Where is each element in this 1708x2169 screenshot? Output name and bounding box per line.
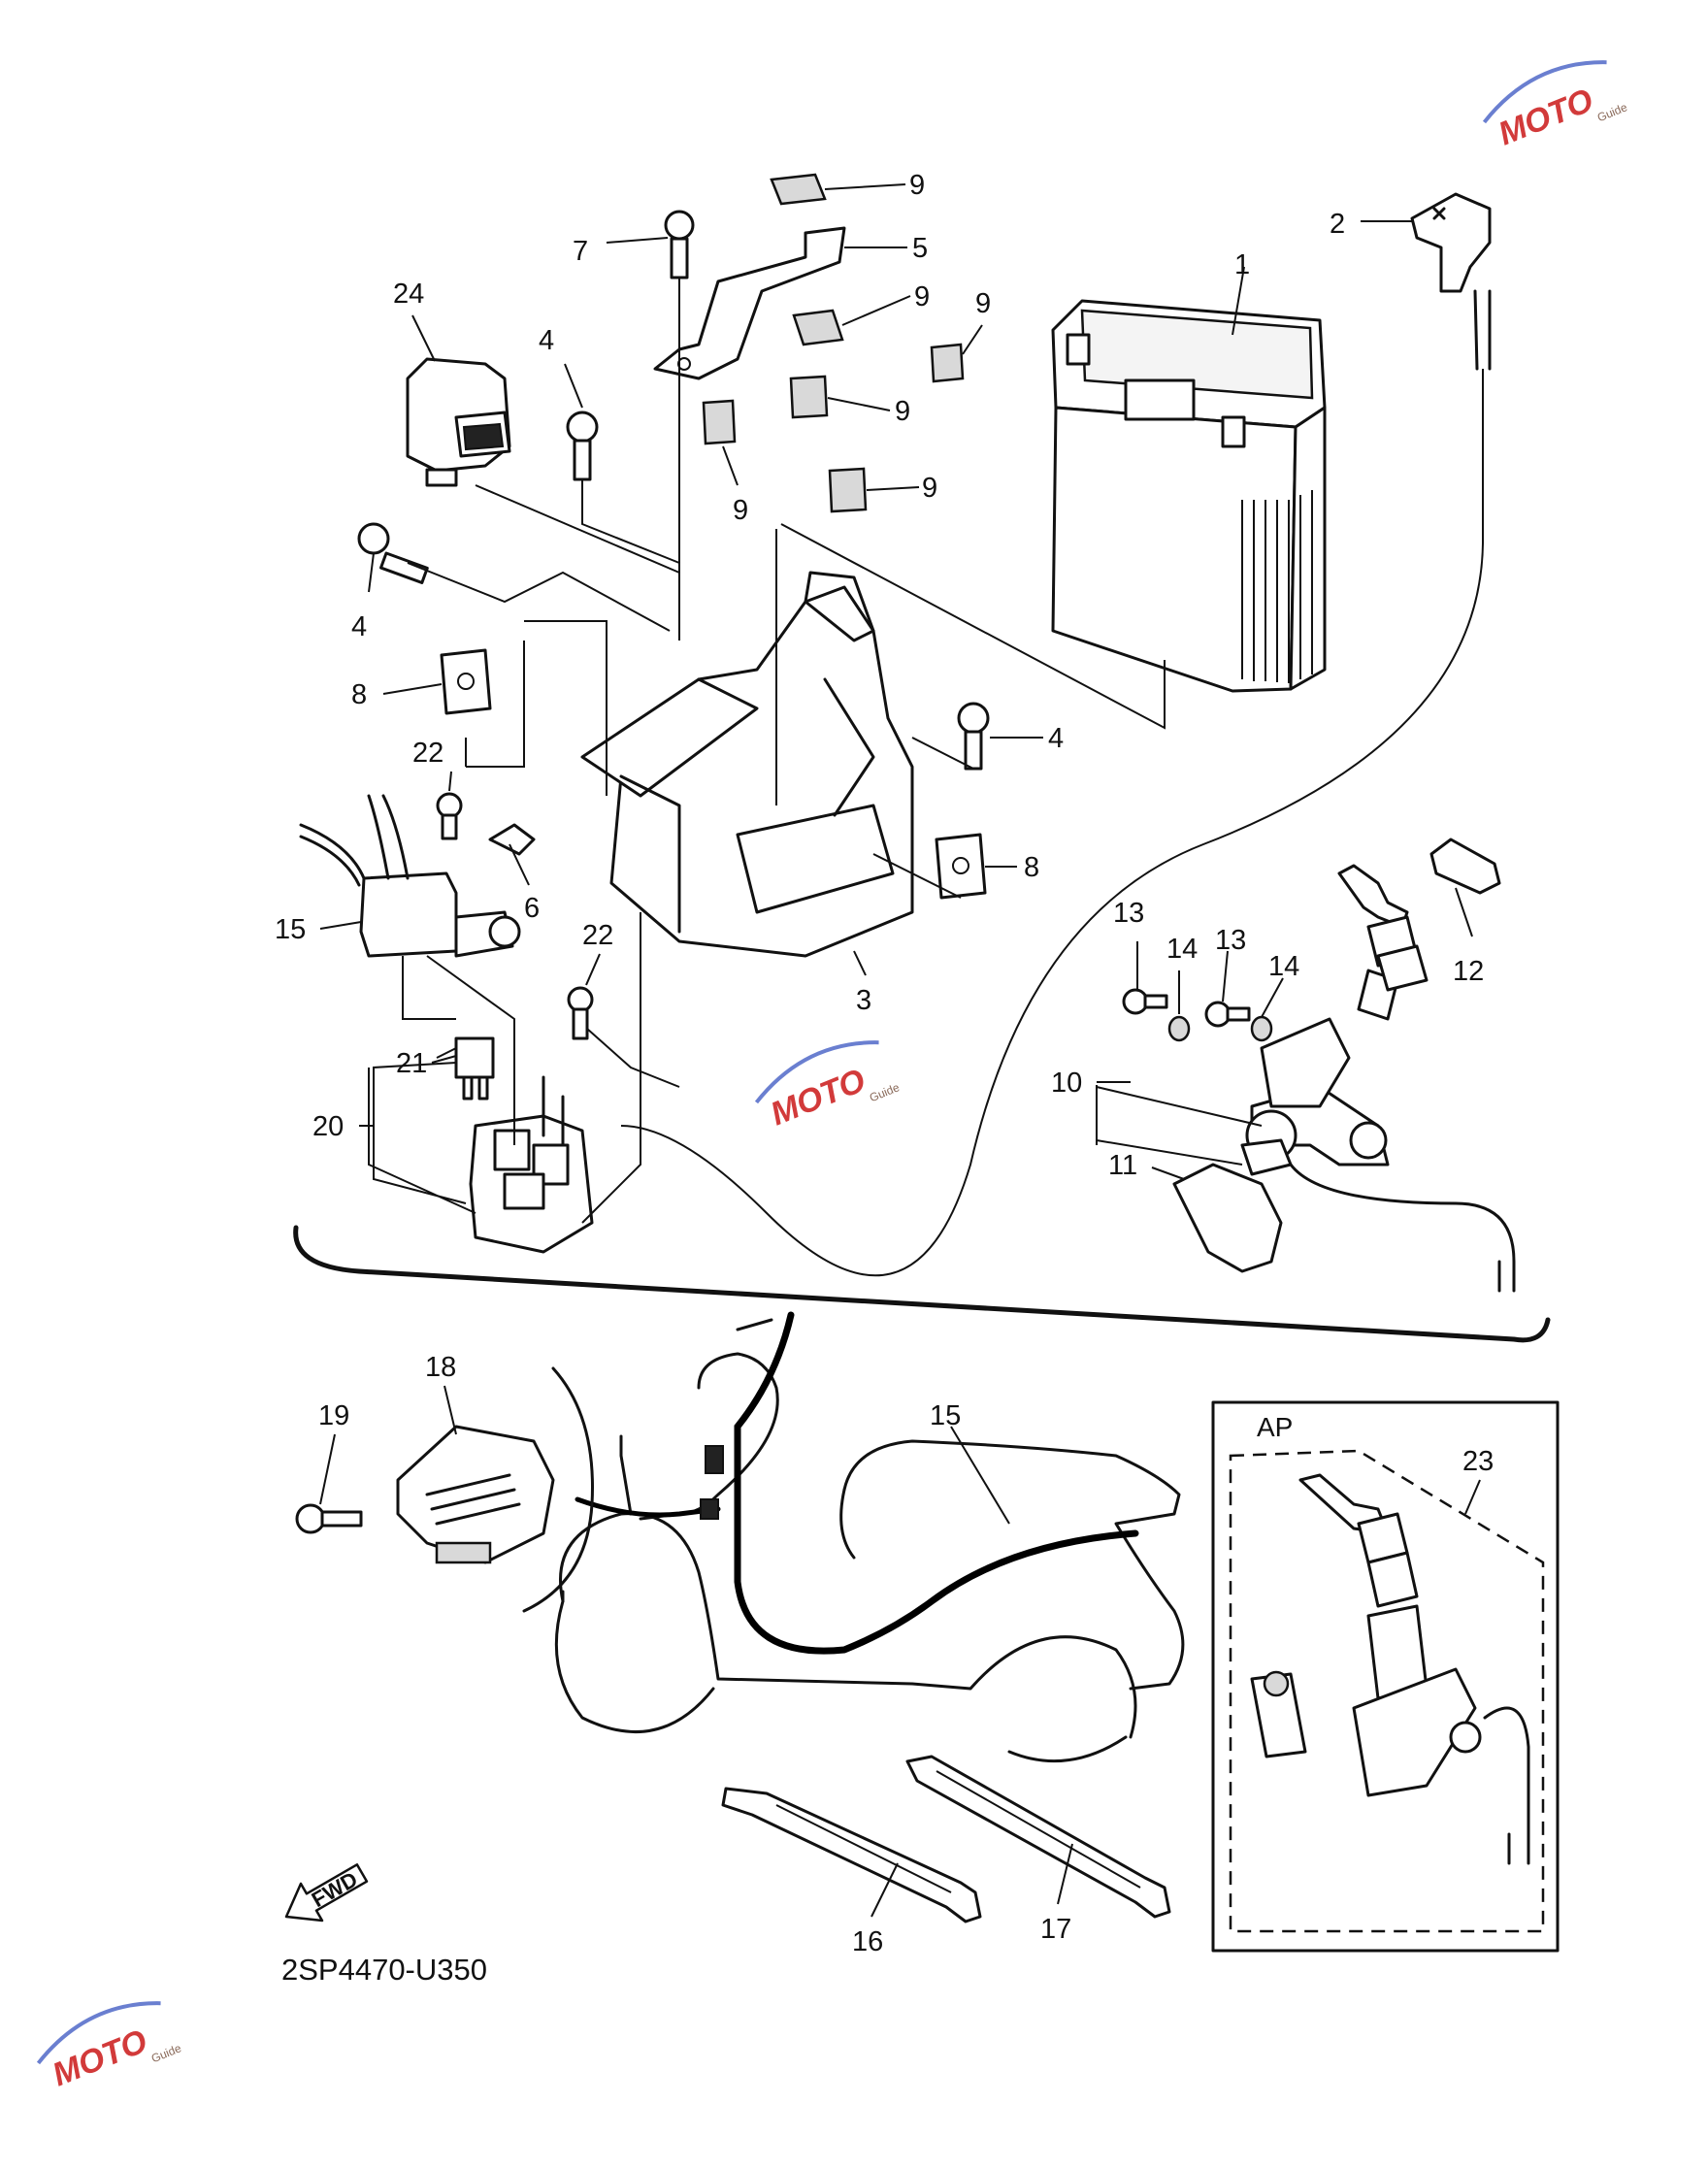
callout-4-right: 4	[1048, 723, 1064, 754]
detail-bracket	[522, 1366, 594, 1613]
harness-branch	[575, 1496, 721, 1518]
callout-9-d: 9	[895, 396, 910, 427]
callout-17: 17	[1040, 1914, 1071, 1945]
callout-3: 3	[856, 985, 871, 1016]
callout-9-f: 9	[922, 473, 937, 504]
callout-13-b: 13	[1215, 925, 1246, 956]
callout-5: 5	[912, 233, 928, 264]
ap-box-label: AP	[1257, 1412, 1293, 1442]
callout-19: 19	[318, 1400, 349, 1431]
callout-16: 16	[852, 1926, 883, 1957]
callout-23: 23	[1462, 1446, 1494, 1477]
watermark-sub: Guide	[1595, 100, 1629, 124]
callout-14-b: 14	[1268, 951, 1299, 982]
bolt-4-left	[357, 522, 429, 584]
washers-14	[1167, 1015, 1273, 1042]
relay-24	[406, 357, 511, 487]
callout-10: 10	[1051, 1068, 1082, 1099]
callout-21: 21	[396, 1048, 427, 1079]
callout-9-e: 9	[733, 495, 748, 526]
battery	[1051, 299, 1327, 693]
callout-labels: 1 2 3 4 4 4 5 6 7 8 8 9 9 9 9 9 9 9 10 1…	[275, 170, 1494, 1957]
leader-lines	[368, 278, 1166, 1224]
battery-box	[580, 571, 914, 958]
bolt-4-right	[957, 702, 990, 771]
diagram-code: 2SP4470-U350	[281, 1953, 487, 1987]
starter-relay-15	[299, 794, 521, 958]
clip-6	[488, 823, 536, 856]
callout-11: 11	[1108, 1150, 1137, 1181]
callout-7: 7	[573, 236, 588, 267]
screws-13	[1122, 988, 1251, 1028]
bolt-4-upper	[566, 411, 599, 481]
regulator-18	[396, 1425, 555, 1564]
cable-tie-16	[721, 1787, 982, 1923]
plate-8-left	[440, 648, 492, 715]
watermark-logo-mid: MOTO Guide	[754, 1040, 902, 1133]
rubber-pads	[702, 173, 965, 513]
fuse-21	[454, 1036, 495, 1101]
callout-15-upper: 15	[275, 914, 306, 945]
battery-terminal-cover	[1410, 192, 1492, 371]
watermark-logo-bottom: MOTO Guide	[36, 2001, 183, 2093]
callout-6: 6	[524, 893, 540, 924]
callout-14-a: 14	[1166, 934, 1198, 965]
main-switch	[1240, 969, 1516, 1293]
callout-9-b: 9	[914, 281, 930, 312]
callout-8-left: 8	[351, 679, 367, 710]
battery-wire	[620, 369, 1484, 1277]
watermark-brand: MOTO	[1494, 82, 1598, 152]
callout-15-lower: 15	[930, 1400, 961, 1431]
callout-8-right: 8	[1024, 852, 1039, 883]
screw-22-lower	[567, 986, 594, 1040]
switch-leader	[1096, 1086, 1263, 1166]
watermark-sub: Guide	[149, 2041, 183, 2065]
callout-1: 1	[1234, 249, 1250, 280]
bolt-7	[664, 210, 695, 279]
callout-13-a: 13	[1113, 898, 1144, 929]
callout-leaders	[319, 183, 1481, 1918]
cable-tie-17	[905, 1755, 1171, 1919]
callout-22-lower: 22	[582, 920, 613, 951]
section-separator	[293, 1225, 1551, 1343]
scooter-outline	[554, 1318, 1185, 1763]
callout-12: 12	[1453, 956, 1484, 987]
callout-9-a: 9	[909, 170, 925, 201]
callout-2: 2	[1330, 209, 1345, 240]
callout-24: 24	[393, 279, 424, 310]
key-cover-11	[1172, 1163, 1283, 1273]
cap-12	[1429, 838, 1501, 895]
wire-harness-15	[734, 1311, 1139, 1655]
harness-connectors	[700, 1445, 724, 1520]
watermark-sub: Guide	[868, 1080, 902, 1104]
callout-18: 18	[425, 1352, 456, 1383]
ap-kit-box	[1211, 1400, 1560, 1953]
watermark-brand: MOTO	[48, 2022, 152, 2093]
screw-22-upper	[436, 792, 463, 840]
plate-8-right	[935, 833, 987, 900]
callout-4-upper: 4	[539, 325, 554, 356]
watermark-brand: MOTO	[766, 1062, 870, 1133]
fuse-box-20	[469, 1075, 594, 1254]
callout-9-c: 9	[975, 288, 991, 319]
callout-22-upper: 22	[412, 738, 443, 769]
key-12	[1337, 864, 1429, 992]
bolt-19	[295, 1503, 363, 1534]
callout-20: 20	[312, 1111, 344, 1142]
watermark-logo-top: MOTO Guide	[1482, 60, 1629, 152]
fwd-arrow-icon: FWD	[284, 1863, 369, 1923]
callout-4-left: 4	[351, 611, 367, 642]
